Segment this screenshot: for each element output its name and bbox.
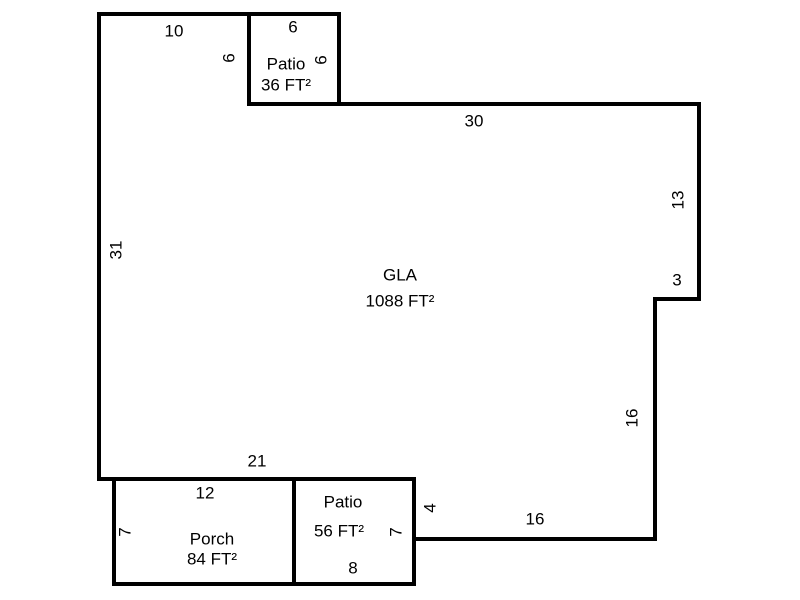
patio-top-area: 36 FT² (261, 75, 311, 94)
dim-patio-top-right: 6 (311, 55, 330, 64)
dim-gla-step: 4 (420, 503, 439, 512)
patio-top-label: Patio (267, 54, 306, 73)
dim-gla-left: 31 (106, 241, 125, 260)
dim-patio-bottom-right: 7 (386, 527, 405, 536)
patio-bottom-outline (292, 477, 416, 586)
gla-label: GLA (383, 265, 418, 284)
dim-porch-top: 12 (196, 483, 215, 502)
porch-label: Porch (190, 529, 234, 548)
dim-gla-bottom-left: 21 (248, 451, 267, 470)
dim-patio-top-left: 6 (219, 53, 238, 62)
patio-bottom-area: 56 FT² (314, 521, 364, 540)
dim-patio-bottom-bottom: 8 (348, 558, 357, 577)
dim-gla-bottom-right: 16 (526, 509, 545, 528)
dim-gla-right-upper: 13 (668, 191, 687, 210)
dim-gla-right-lower: 16 (622, 409, 641, 428)
gla-area: 1088 FT² (366, 291, 435, 310)
dim-patio-top-top: 6 (288, 17, 297, 36)
dim-gla-top-left: 10 (165, 21, 184, 40)
patio-top-outline (247, 12, 341, 106)
dim-porch-left: 7 (115, 527, 134, 536)
porch-area: 84 FT² (187, 549, 237, 568)
dim-gla-notch: 3 (672, 270, 681, 289)
patio-bottom-label: Patio (324, 492, 363, 511)
dim-gla-top-right: 30 (465, 111, 484, 130)
